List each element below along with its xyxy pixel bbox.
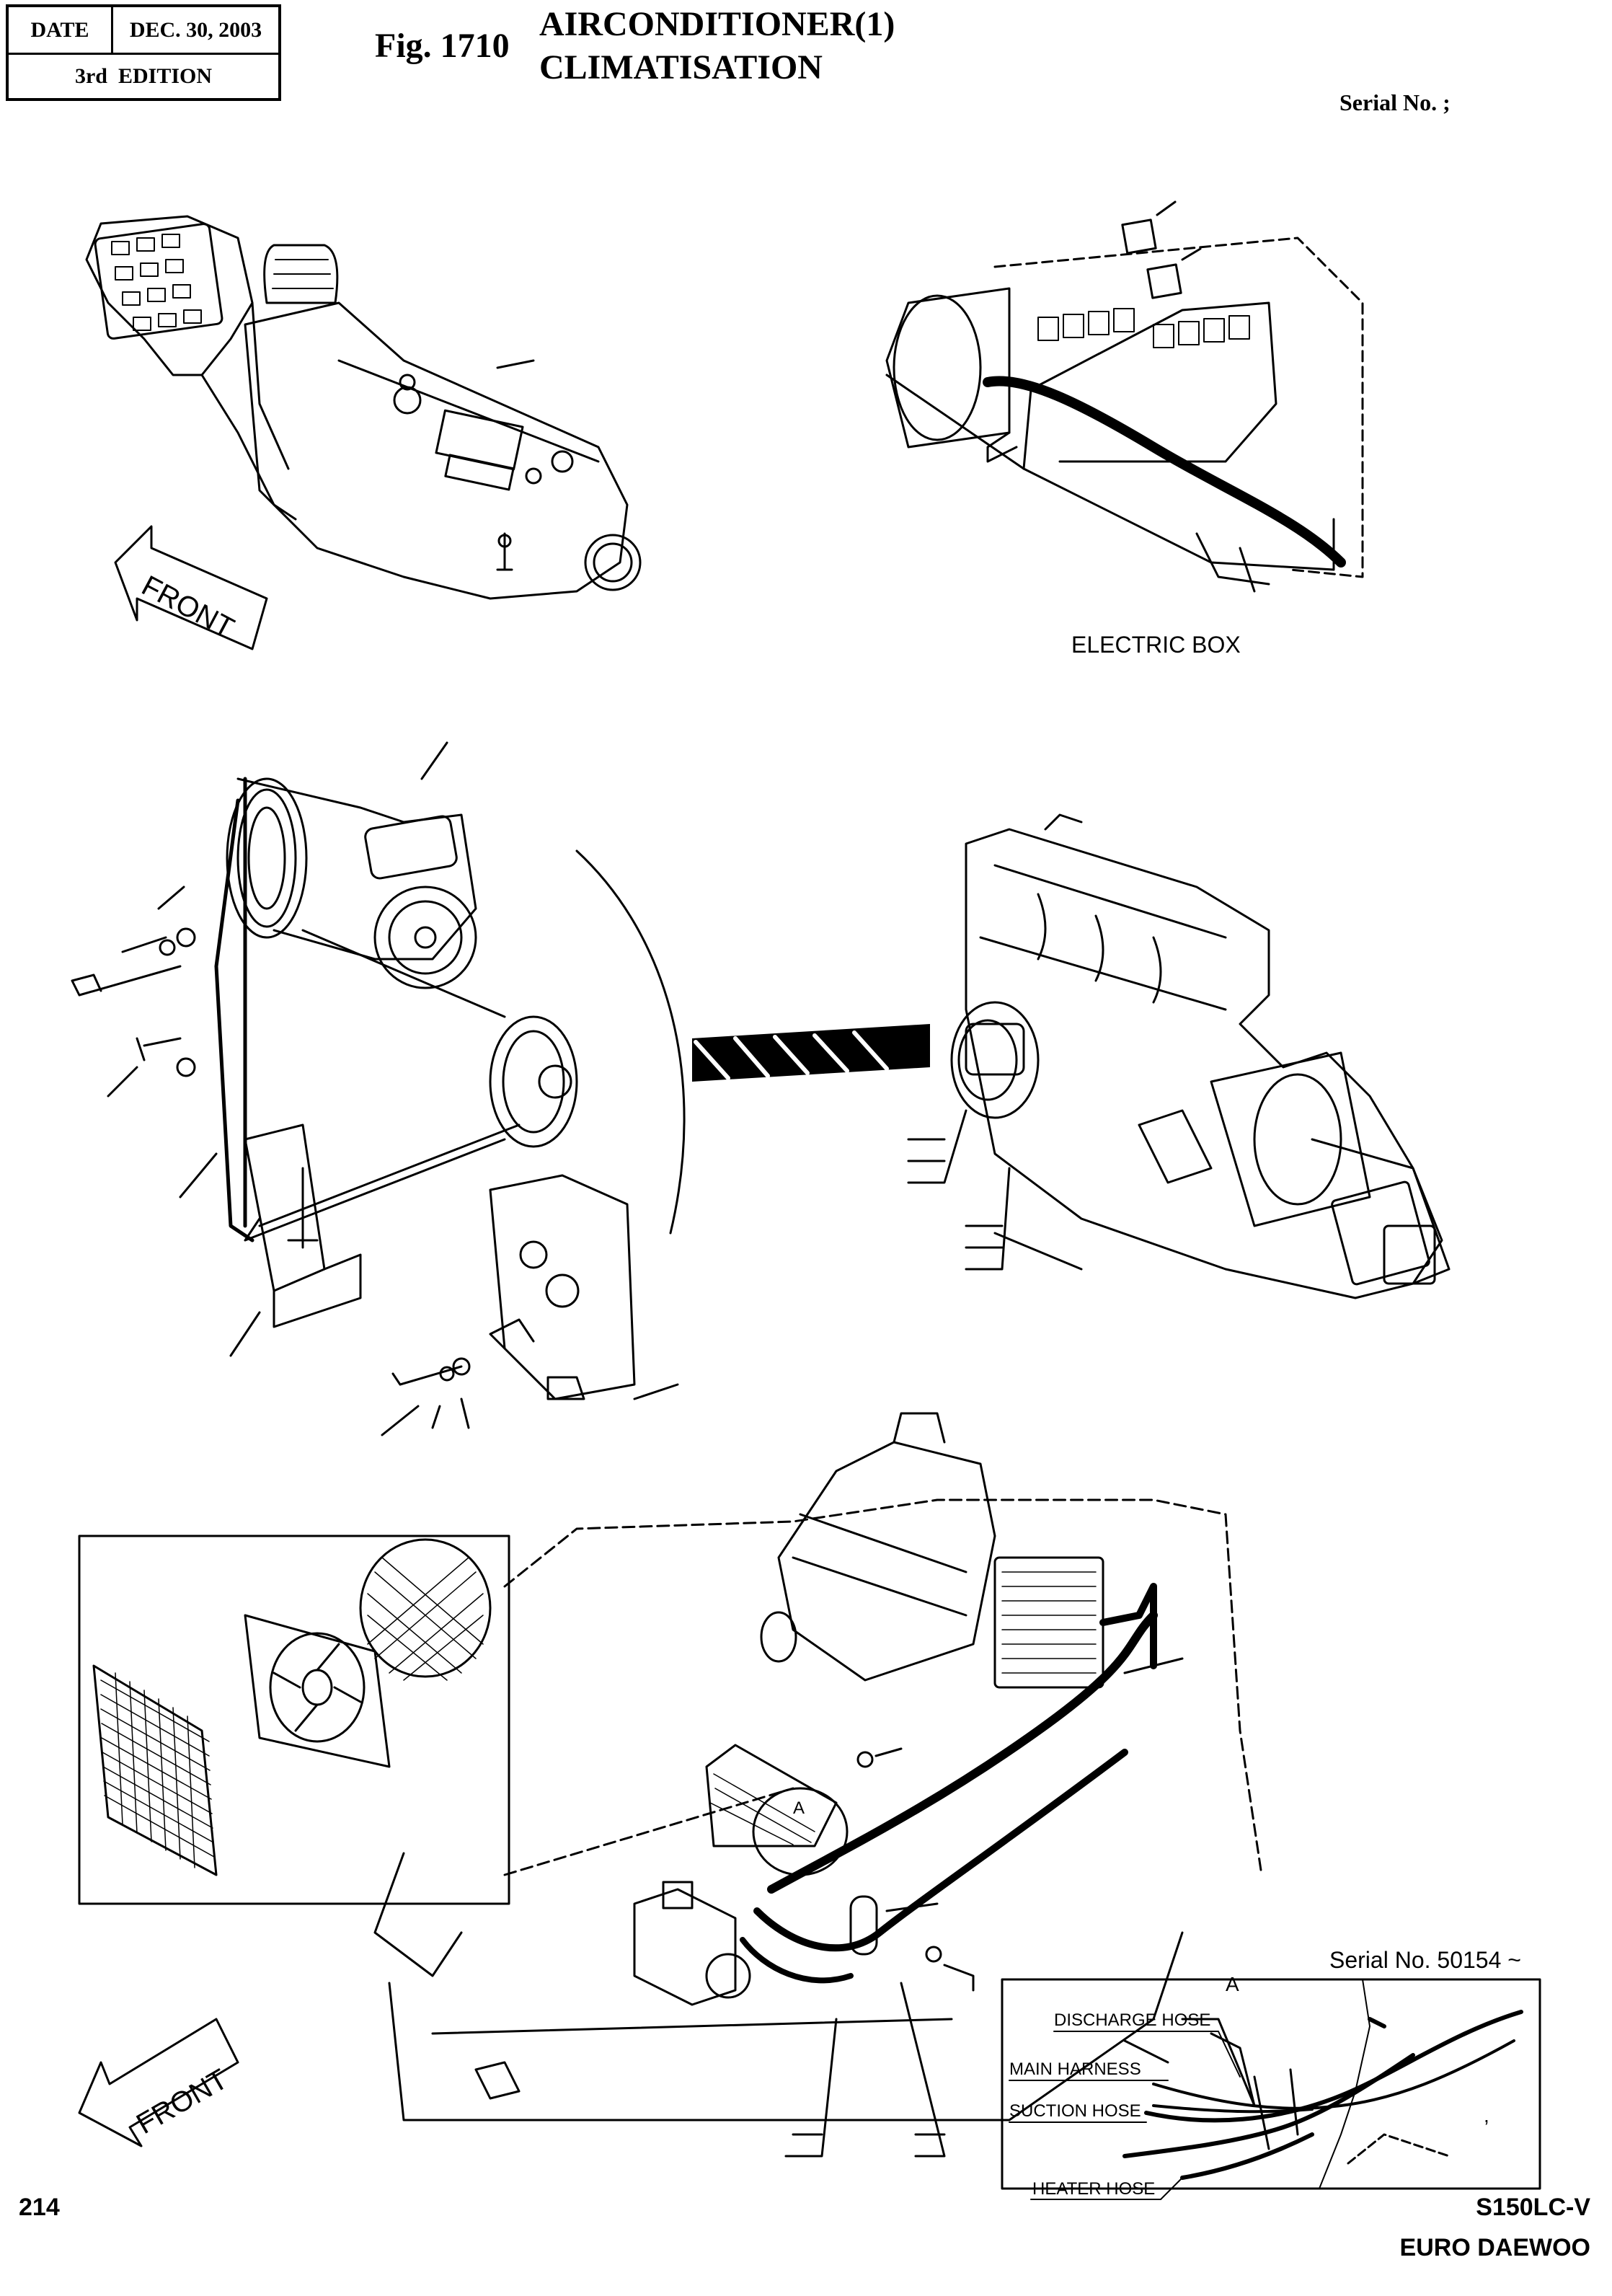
heater-hose-label: HEATER HOSE [1032,2179,1156,2199]
electric-box-label: ELECTRIC BOX [1071,632,1241,658]
title-french: CLIMATISATION [539,48,823,87]
condenser-detail-illustration [78,1535,510,1905]
figure-number: Fig. 1710 [375,27,510,65]
header-info-box: DATE DEC. 30, 2003 3rd EDITION [6,4,281,101]
detail-letter-a: A [1226,1973,1239,1995]
machine-frame-illustration [373,1412,1263,2158]
date-label: DATE [9,7,113,53]
suction-hose-label: SUCTION HOSE [1009,2101,1141,2121]
manufacturer-name: EURO DAEWOO [1399,2234,1590,2261]
detail-serial-label: Serial No. 50154 ~ [1329,1947,1521,1973]
detail-a-illustration [1001,1978,1541,2190]
detail-tick: , [1484,2104,1489,2127]
edition-row: 3rd EDITION [9,53,278,99]
edition-label: 3rd EDITION [74,63,213,88]
engine-illustration [907,813,1451,1299]
date-row: DATE DEC. 30, 2003 [9,7,278,55]
discharge-hose-label: DISCHARGE HOSE [1054,2010,1211,2030]
electric-box-illustration [885,200,1364,593]
callout-letter-a: A [793,1798,805,1818]
title-english: AIRCONDITIONER(1) [539,5,895,43]
hose-label-leaders [1009,2031,1241,2200]
detail-connector-band [692,1024,930,1082]
page-number: 214 [19,2194,60,2221]
front-arrow-bottom [78,2018,239,2147]
serial-number-label: Serial No. ; [1339,89,1451,115]
date-value: DEC. 30, 2003 [129,17,262,42]
model-name: S150LC-V [1476,2194,1590,2221]
control-console-illustration [85,215,642,600]
front-arrow-top [114,525,268,650]
compressor-belt-illustration [71,741,686,1436]
main-harness-label: MAIN HARNESS [1009,2059,1141,2079]
